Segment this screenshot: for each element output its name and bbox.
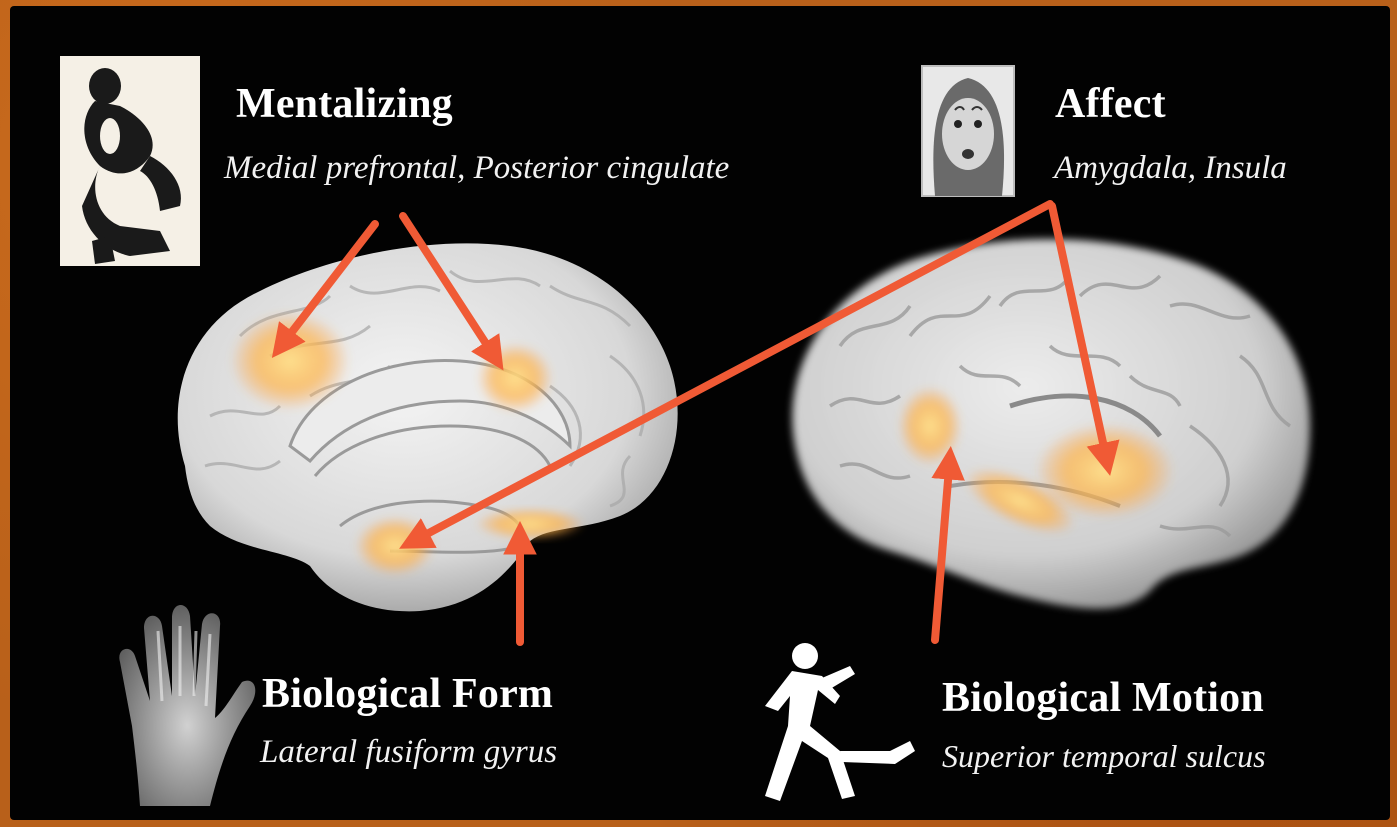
running-figure-icon <box>765 643 915 801</box>
face-photo-icon <box>922 66 1014 196</box>
hand-xray-icon <box>119 605 255 806</box>
figure-panel: Mentalizing Medial prefrontal, Posterior… <box>10 6 1390 820</box>
biological-motion-title: Biological Motion <box>942 674 1264 722</box>
mentalizing-regions: Medial prefrontal, Posterior cingulate <box>224 150 729 187</box>
biological-form-title: Biological Form <box>262 670 553 718</box>
affect-title: Affect <box>1055 80 1166 128</box>
medial-brain-view <box>178 243 678 611</box>
affect-regions: Amygdala, Insula <box>1054 150 1287 187</box>
biological-form-regions: Lateral fusiform gyrus <box>260 734 557 771</box>
thinker-statue-icon <box>60 56 200 266</box>
biological-motion-regions: Superior temporal sulcus <box>942 738 1266 775</box>
mentalizing-title: Mentalizing <box>236 80 453 128</box>
lateral-brain-view <box>792 239 1310 609</box>
